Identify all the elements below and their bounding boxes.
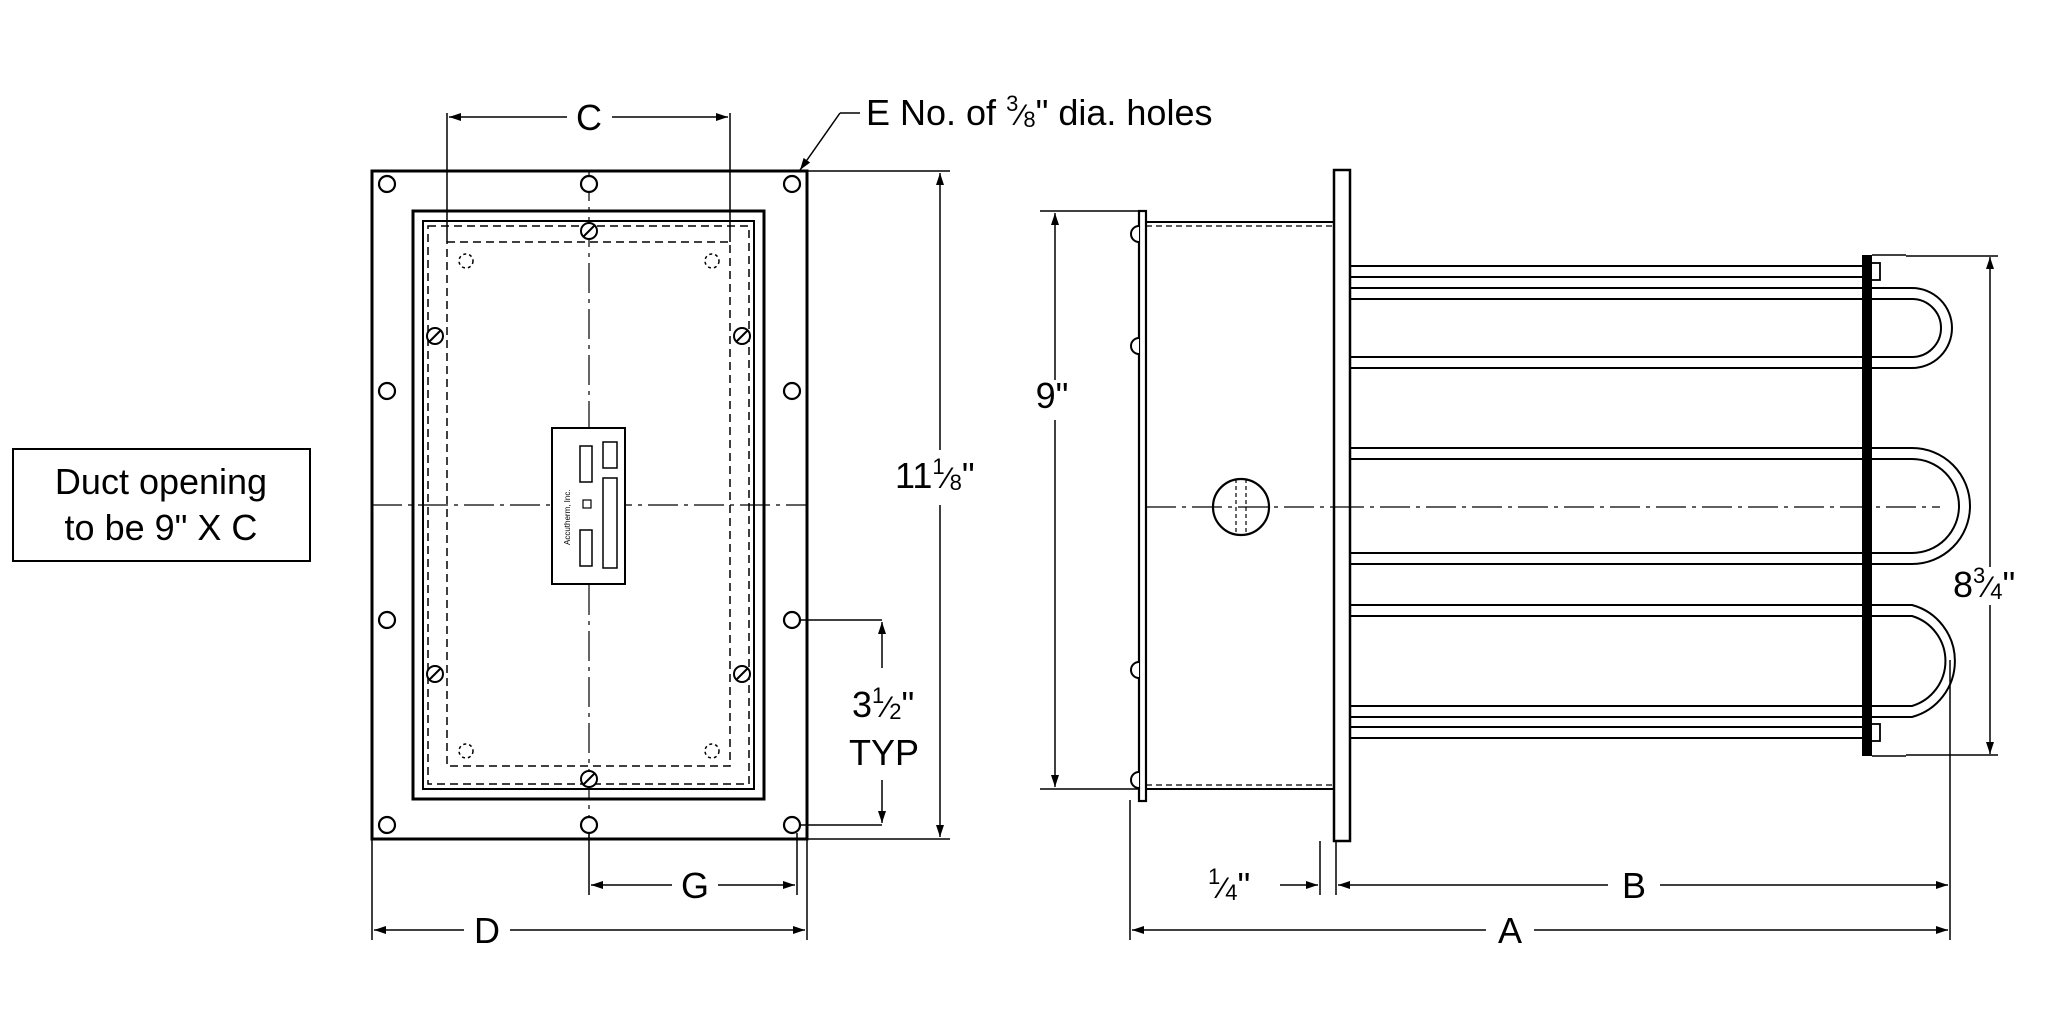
mounting-hole	[782, 381, 802, 401]
mounting-flange-side	[1332, 168, 1352, 843]
dimension-C: C	[446, 97, 731, 242]
nameplate-brand: Accutherm, Inc.	[563, 489, 572, 545]
mounting-hole	[579, 815, 599, 835]
mounting-hole	[377, 815, 397, 835]
heating-elements	[1350, 265, 1971, 739]
mounting-hole	[782, 610, 802, 630]
mounting-hole	[579, 174, 599, 194]
dimension-D-label: D	[474, 910, 500, 951]
note-box-frame	[12, 448, 311, 562]
dimension-D: D	[371, 839, 808, 951]
dimension-B: B	[1338, 865, 1948, 906]
cover-screw	[426, 665, 444, 683]
dimension-A-label: A	[1498, 910, 1522, 951]
duct-opening-note: Duct opening to be 9" X C	[12, 448, 311, 562]
mounting-hole	[377, 174, 397, 194]
dimension-G-label: G	[681, 865, 709, 906]
mounting-hole	[782, 815, 802, 835]
dimension-height-label: 111⁄8"	[895, 454, 975, 496]
hole-callout: E No. of 3⁄8" dia. holes	[799, 91, 1212, 171]
cover-screw	[580, 770, 598, 788]
hidden-hole	[458, 743, 474, 759]
hidden-hole	[704, 253, 720, 269]
hidden-hole	[458, 253, 474, 269]
front-view: Accutherm, Inc. C E No. of 3⁄8" dia. hol…	[370, 91, 1212, 951]
hidden-hole	[704, 743, 720, 759]
element-support-bracket	[1862, 255, 1872, 756]
hidden-holes	[458, 253, 720, 759]
gasket-line-inner	[446, 241, 731, 767]
side-view: 9" 83⁄4" 1⁄4" B A	[1036, 168, 2015, 951]
note-line-1: Duct opening	[55, 461, 267, 502]
dimension-flange-thickness: 1⁄4"	[1208, 864, 1318, 906]
dimension-element-height-label: 83⁄4"	[1953, 563, 2015, 605]
dimension-spacing-typ: TYP	[849, 732, 919, 773]
cover-screw	[580, 222, 598, 240]
dimension-flange-thickness-label: 1⁄4"	[1208, 864, 1250, 906]
cover-screws	[426, 222, 751, 788]
mounting-hole	[377, 381, 397, 401]
dimension-9in: 9"	[1036, 210, 1139, 790]
dimension-spacing: 31⁄2" TYP	[800, 619, 919, 826]
side-cover-screws	[1130, 225, 1140, 789]
mounting-hole	[377, 610, 397, 630]
terminal-cover-side	[1137, 209, 1148, 803]
dimension-spacing-label: 31⁄2"	[852, 683, 914, 725]
cover-screw	[733, 327, 751, 345]
cover-screw	[426, 327, 444, 345]
dimension-9in-label: 9"	[1036, 375, 1069, 416]
note-line-2: to be 9" X C	[65, 507, 258, 548]
dimension-G: G	[588, 833, 798, 906]
dimension-B-label: B	[1622, 865, 1646, 906]
dimension-element-height: 83⁄4"	[1906, 255, 2015, 756]
hole-callout-text: E No. of 3⁄8" dia. holes	[866, 91, 1212, 133]
mounting-hole	[782, 174, 802, 194]
dimension-A: A	[1132, 910, 1948, 951]
dimension-height: 111⁄8"	[807, 170, 975, 840]
cover-screw	[733, 665, 751, 683]
mounting-holes	[377, 174, 802, 835]
nameplate: Accutherm, Inc.	[551, 427, 626, 585]
dimension-C-label: C	[576, 97, 602, 138]
